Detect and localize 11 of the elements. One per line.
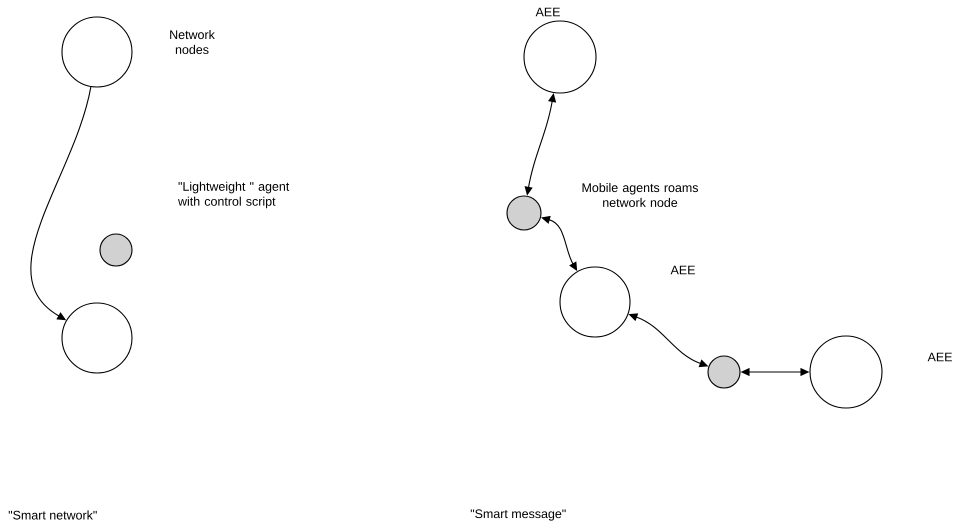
- caption-text: "Smart network": [8, 510, 97, 520]
- node-label: AEE: [536, 8, 560, 16]
- node-label: AEE: [928, 352, 952, 362]
- node-label: AEE: [670, 266, 695, 274]
- arrow: [30, 86, 92, 320]
- agent-circle: [707, 355, 741, 389]
- node-label: "Lightweight " agent with control script: [178, 182, 290, 208]
- node-label: Network nodes: [170, 30, 215, 54]
- caption-text: "Smart message": [470, 509, 566, 521]
- node-circle: [61, 302, 133, 374]
- node-label: Mobile agents roams network node: [582, 182, 698, 208]
